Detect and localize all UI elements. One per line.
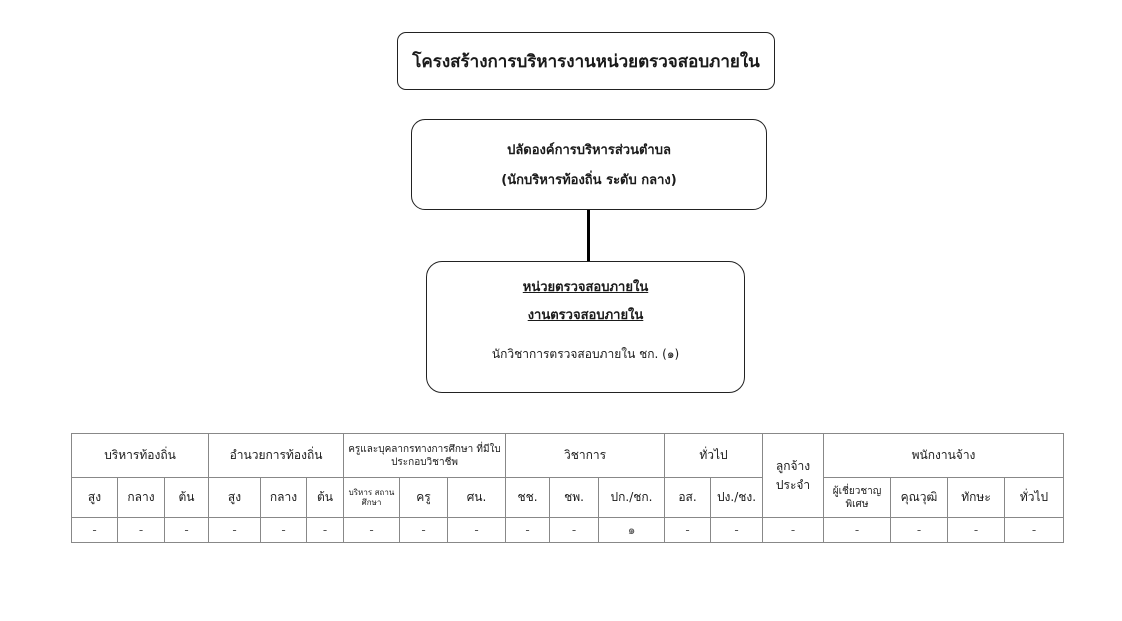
subheader-cell: กลาง xyxy=(260,477,307,518)
subheader-cell: ชพ. xyxy=(549,477,600,518)
value-cell: - xyxy=(71,517,118,543)
head-official-level: (นักบริหารท้องถิ่น ระดับ กลาง) xyxy=(501,173,677,188)
group-header-teachers: ครูและบุคลากรทางการศึกษา ที่มีใบประกอบวิ… xyxy=(343,433,507,478)
value-cell: - xyxy=(399,517,449,543)
value-cell: - xyxy=(164,517,209,543)
subheader-cell: กลาง xyxy=(117,477,165,518)
subheader-cell: ปก./ชก. xyxy=(598,477,666,518)
head-official-box: ปลัดองค์การบริหารส่วนตำบล (นักบริหารท้อง… xyxy=(411,119,767,210)
value-cell: - xyxy=(208,517,261,543)
subheader-cell: ครู xyxy=(399,477,449,518)
value-cell: - xyxy=(710,517,764,543)
subheader-cell: ปง./ชง. xyxy=(710,477,764,518)
group-header-contract-staff: พนักงานจ้าง xyxy=(823,433,1065,478)
subheader-cell: ผู้เชี่ยวชาญ พิเศษ xyxy=(823,477,892,518)
value-cell: - xyxy=(117,517,165,543)
audit-unit-box: หน่วยตรวจสอบภายใน งานตรวจสอบภายใน นักวิช… xyxy=(426,261,745,393)
staffing-table: บริหารท้องถิ่น อำนวยการท้องถิ่น ครูและบุ… xyxy=(71,433,1065,543)
value-cell: - xyxy=(549,517,600,543)
structure-title: โครงสร้างการบริหารงานหน่วยตรวจสอบภายใน xyxy=(412,51,760,72)
subheader-cell: ศน. xyxy=(447,477,507,518)
value-cell: - xyxy=(505,517,551,543)
value-cell: - xyxy=(343,517,401,543)
value-cell: - xyxy=(305,517,345,543)
subheader-cell: ต้น xyxy=(305,477,345,518)
value-cell: - xyxy=(260,517,307,543)
subheader-cell: ทักษะ xyxy=(947,477,1006,518)
subheader-cell: บริหาร สถานศึกษา xyxy=(343,477,401,518)
audit-unit-name: หน่วยตรวจสอบภายใน xyxy=(522,280,649,295)
head-official-position: ปลัดองค์การบริหารส่วนตำบล xyxy=(507,143,671,158)
org-connector-line xyxy=(587,210,590,261)
value-cell: - xyxy=(947,517,1006,543)
group-header-general: ทั่วไป xyxy=(664,433,764,478)
subheader-cell: ทั่วไป xyxy=(1004,477,1065,518)
group-header-local-admin: บริหารท้องถิ่น xyxy=(71,433,209,478)
subheader-cell: ต้น xyxy=(164,477,209,518)
group-header-permanent-employee: ลูกจ้าง ประจำ xyxy=(762,433,825,518)
group-header-academic: วิชาการ xyxy=(505,433,666,478)
subheader-cell: อส. xyxy=(664,477,712,518)
subheader-cell: คุณวุฒิ xyxy=(890,477,949,518)
group-header-local-director: อำนวยการท้องถิ่น xyxy=(207,433,345,478)
value-cell: - xyxy=(664,517,712,543)
table-group-header-row: บริหารท้องถิ่น อำนวยการท้องถิ่น ครูและบุ… xyxy=(71,433,1065,518)
subheader-cell: สูง xyxy=(208,477,261,518)
value-cell: - xyxy=(1004,517,1065,543)
value-cell: - xyxy=(823,517,892,543)
table-value-row: - - - - - - - - - - - ๑ - - - - - - - xyxy=(71,517,1065,543)
value-cell: - xyxy=(762,517,825,543)
audit-section-name: งานตรวจสอบภายใน xyxy=(527,308,644,323)
subheader-cell: ชช. xyxy=(505,477,551,518)
value-cell: - xyxy=(447,517,507,543)
table-subheader-row: สูง กลาง ต้น สูง กลาง ต้น บริหาร สถานศึก… xyxy=(71,477,1065,518)
structure-title-box: โครงสร้างการบริหารงานหน่วยตรวจสอบภายใน xyxy=(397,32,775,90)
subheader-cell: สูง xyxy=(71,477,118,518)
value-cell: - xyxy=(890,517,949,543)
audit-staff-position: นักวิชาการตรวจสอบภายใน ชก. (๑) xyxy=(491,347,680,361)
value-cell: ๑ xyxy=(598,517,666,543)
